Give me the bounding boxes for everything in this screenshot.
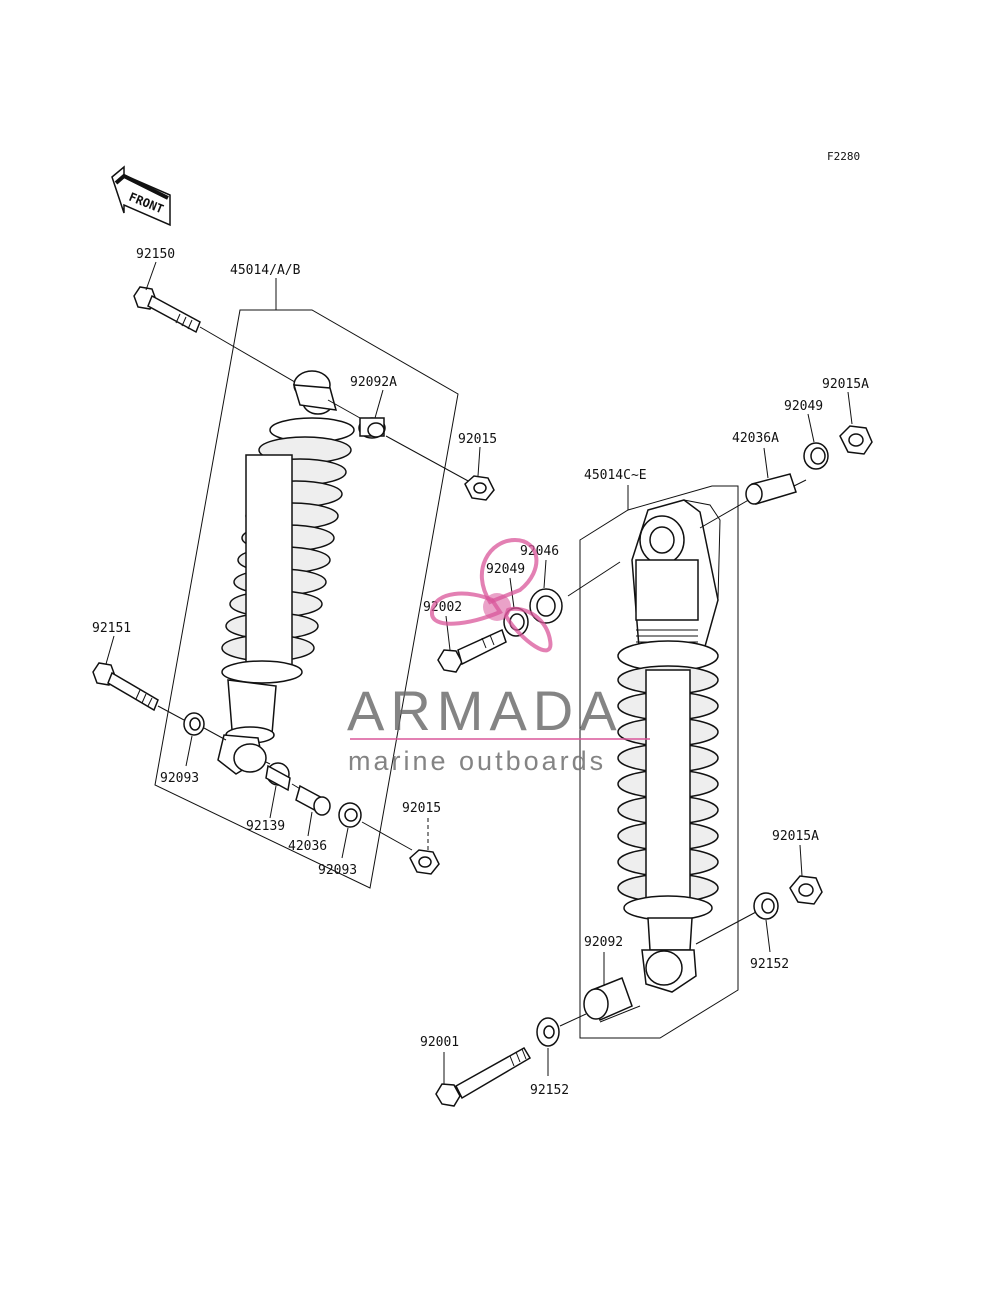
- bushing-92092A: [327, 399, 471, 483]
- left-shock-absorber: [217, 370, 355, 775]
- label-92002: 92002: [423, 600, 462, 615]
- bushing-92092: [583, 977, 641, 1023]
- label-92152-right: 92152: [750, 957, 789, 972]
- label-92093-left: 92093: [160, 771, 199, 786]
- nut-92015-top: [464, 475, 495, 501]
- label-92015A-bottom: 92015A: [772, 829, 819, 844]
- nut-92015A-bottom: [789, 875, 823, 905]
- sleeve-42036: [295, 784, 331, 816]
- label-92015-top: 92015: [458, 432, 497, 447]
- label-92139: 92139: [246, 819, 285, 834]
- propeller-logo-icon: [430, 537, 553, 653]
- bolt-92002: [437, 628, 507, 673]
- front-arrow-icon: FRONT: [111, 165, 171, 227]
- label-92151: 92151: [92, 621, 131, 636]
- label-92049-right: 92049: [784, 399, 823, 414]
- right-shock-absorber: [617, 499, 757, 993]
- watermark-tagline: marine outboards: [348, 746, 606, 776]
- washer-92093-left: [183, 712, 227, 741]
- label-42036: 42036: [288, 839, 327, 854]
- label-92092: 92092: [584, 935, 623, 950]
- bolt-92151: [92, 662, 185, 721]
- bolt-92001: [435, 1046, 532, 1107]
- collar-92139: [265, 761, 303, 792]
- label-92015A-top: 92015A: [822, 377, 869, 392]
- label-92152-bottom: 92152: [530, 1083, 569, 1098]
- label-92150: 92150: [136, 247, 175, 262]
- washer-92093-right: [338, 802, 413, 851]
- washer-92152-bottom: [536, 1013, 587, 1047]
- sleeve-42036A: [699, 473, 807, 529]
- watermark-brand: ARMADA: [347, 679, 623, 742]
- label-45014AB: 45014/A/B: [230, 263, 301, 278]
- leader-lines: [105, 261, 853, 1084]
- label-92001: 92001: [420, 1035, 459, 1050]
- washer-92049-right: [803, 442, 829, 470]
- washer-92152-right: [753, 892, 779, 920]
- nut-92015A-top: [839, 425, 873, 455]
- bearing-92046: [529, 561, 621, 624]
- part-labels: 92150 45014/A/B 92092A 92015 92151 92093…: [92, 247, 869, 1098]
- figure-code: F2280: [827, 150, 860, 163]
- label-92046: 92046: [520, 544, 559, 559]
- left-shock-frame: [154, 278, 459, 889]
- watermark: ARMADA marine outboards: [347, 537, 650, 776]
- right-shock-frame: [579, 485, 739, 1039]
- label-92015-mid: 92015: [402, 801, 441, 816]
- label-92093-right: 92093: [318, 863, 357, 878]
- label-92049-left: 92049: [486, 562, 525, 577]
- nut-92015-mid: [409, 849, 440, 875]
- label-45014CE: 45014C~E: [584, 468, 647, 483]
- label-92092A: 92092A: [350, 375, 397, 390]
- label-42036A: 42036A: [732, 431, 779, 446]
- bolt-92150: [133, 286, 301, 386]
